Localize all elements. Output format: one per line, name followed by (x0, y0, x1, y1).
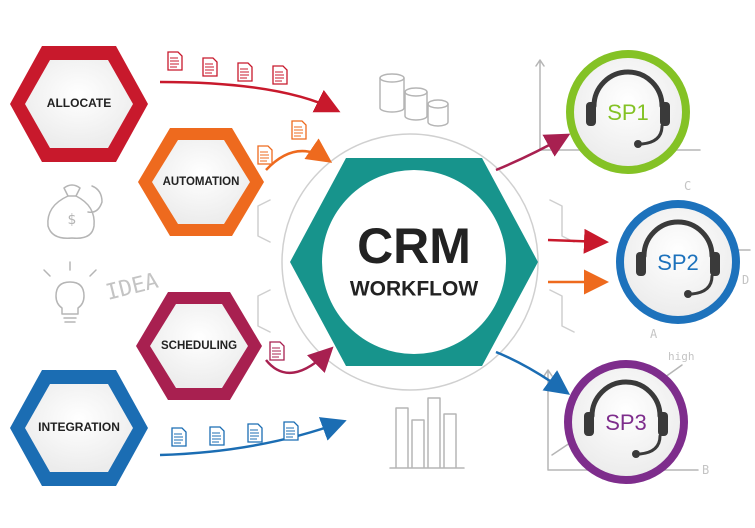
document-icon (257, 145, 273, 165)
crm-subtitle: WORKFLOW (350, 278, 478, 301)
scheduling-node[interactable]: SCHEDULING (136, 292, 262, 400)
svg-text:$: $ (68, 212, 77, 228)
sp2-label: SP2 (657, 250, 699, 275)
document-icon (209, 426, 225, 446)
axis-a-label: A (650, 327, 658, 341)
axis-c-label: C (684, 179, 691, 193)
headset-icon (636, 219, 720, 298)
allocate-node[interactable]: ALLOCATE (10, 46, 148, 162)
document-icon (167, 51, 183, 71)
money-bag-icon: $ (47, 184, 103, 239)
integration-node[interactable]: INTEGRATION (10, 370, 148, 486)
sp3-node[interactable]: SP3 (564, 360, 688, 484)
sp2-node[interactable]: SP2 (616, 200, 740, 324)
axis-d-label: D (742, 273, 749, 287)
document-icon (272, 65, 288, 85)
integration-documents (171, 421, 299, 447)
bar-chart-icon (389, 397, 465, 469)
scheduling-label: SCHEDULING (161, 340, 237, 352)
allocate-documents (167, 51, 288, 85)
allocate-flow-arrow (159, 80, 341, 113)
lightbulb-icon (43, 261, 97, 323)
headset-icon (584, 379, 668, 458)
document-icon (171, 427, 187, 447)
crm-workflow-node[interactable]: CRM WORKFLOW (290, 158, 538, 366)
integration-flow-arrow (159, 417, 347, 457)
document-icon (283, 421, 299, 441)
document-icon (202, 57, 218, 77)
document-icon (269, 341, 285, 361)
automation-node[interactable]: AUTOMATION (138, 128, 264, 236)
document-icon (291, 120, 307, 140)
document-icon (237, 62, 253, 82)
axis-b-label: B (702, 463, 709, 477)
sp1-label: SP1 (607, 100, 649, 125)
automation-label: AUTOMATION (163, 176, 240, 188)
automation-flow-arrow (265, 138, 333, 171)
sp1-node[interactable]: SP1 (566, 50, 690, 174)
integration-label: INTEGRATION (38, 420, 120, 434)
sp3-label: SP3 (605, 410, 647, 435)
sp3-flow-arrow (495, 350, 571, 395)
scheduling-flow-arrow (265, 346, 334, 375)
idea-sketch-text: IDEA (103, 269, 160, 306)
sp1-flow-arrow (495, 133, 571, 172)
high-label: high (668, 350, 695, 363)
allocate-label: ALLOCATE (47, 96, 111, 110)
database-icon (379, 73, 449, 127)
sp2-flow-arrow-upper (547, 228, 609, 254)
crm-title: CRM (357, 218, 471, 274)
scheduling-documents (269, 341, 285, 361)
headset-icon (586, 69, 670, 148)
document-icon (247, 423, 263, 443)
